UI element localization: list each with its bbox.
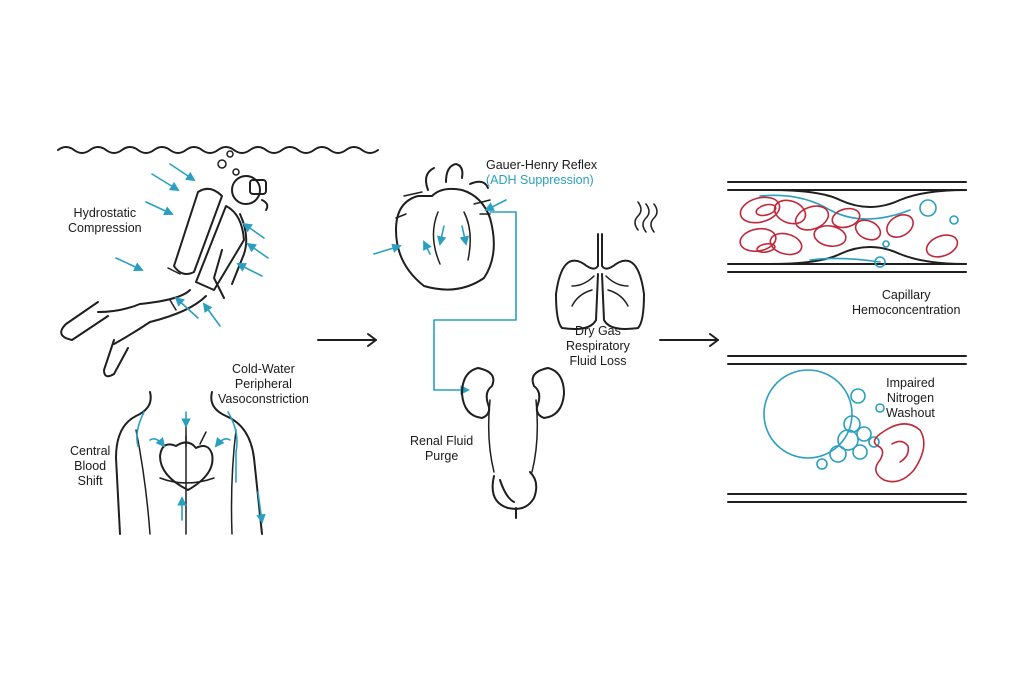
central-blood-label: Central Blood Shift <box>70 444 110 489</box>
gauer-henry-label: Gauer-Henry Reflex (ADH Suppression) <box>486 158 597 188</box>
nitrogen-label-line2: Nitrogen <box>886 391 935 405</box>
dry-gas-label-line2: Respiratory <box>566 339 630 353</box>
nitrogen-vessel <box>727 355 967 503</box>
reflex-pathway-line <box>433 211 517 395</box>
central-blood-label-line3: Shift <box>77 474 103 488</box>
bubble-icon <box>874 199 959 268</box>
renal-label-line1: Renal Fluid <box>410 434 474 448</box>
lungs-icon <box>555 201 658 330</box>
renal-label: Renal Fluid Purge <box>410 434 473 464</box>
hydrostatic-label-line1: Hydrostatic <box>73 206 137 220</box>
adh-suppression-label: (ADH Suppression) <box>486 173 594 187</box>
capillary-label: Capillary Hemoconcentration <box>852 288 960 318</box>
capillary-vessel <box>727 181 967 273</box>
kidneys-icon <box>461 367 565 519</box>
cold-water-label-line1: Cold-Water <box>232 362 295 376</box>
nitrogen-label-line3: Washout <box>886 406 935 420</box>
water-surface-line <box>57 146 379 154</box>
hydrostatic-label-line2: Compression <box>68 221 142 235</box>
cold-water-label-line2: Peripheral <box>234 377 292 391</box>
diver-icon <box>60 150 269 378</box>
central-blood-label-line1: Central <box>70 444 111 458</box>
central-blood-label-line2: Blood <box>74 459 107 473</box>
dry-gas-label-line1: Dry Gas <box>575 324 621 338</box>
capillary-label-line1: Capillary <box>881 288 931 302</box>
compression-arrows <box>115 163 269 327</box>
dry-gas-label: Dry Gas Respiratory Fluid Loss <box>566 324 630 369</box>
capillary-label-line2: Hemoconcentration <box>852 303 961 317</box>
nitrogen-label: Impaired Nitrogen Washout <box>886 376 935 421</box>
renal-label-line2: Purge <box>424 449 459 463</box>
cold-water-label: Cold-Water Peripheral Vasoconstriction <box>218 362 309 407</box>
nitrogen-label-line1: Impaired <box>886 376 935 390</box>
hydrostatic-label: Hydrostatic Compression <box>68 206 142 236</box>
red-blood-cell-icon <box>739 196 959 258</box>
heart-icon <box>373 163 507 291</box>
torso-icon <box>115 391 266 535</box>
gauer-henry-title: Gauer-Henry Reflex <box>486 158 598 172</box>
dry-gas-label-line3: Fluid Loss <box>569 354 627 368</box>
cold-water-label-line3: Vasoconstriction <box>218 392 309 406</box>
